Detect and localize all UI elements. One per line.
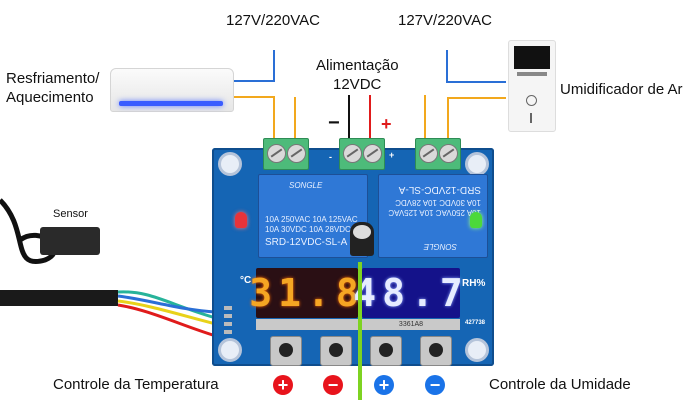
relay-model: SRD-12VDC-SL-A: [265, 237, 348, 248]
relay-left: SONGLE 10A 250VAC 10A 125VAC 10A 30VDC 1…: [258, 174, 368, 258]
power-terminal[interactable]: [339, 138, 385, 170]
sensor-wire-red: [117, 303, 217, 338]
humidity-display-strip: 3361A8: [362, 319, 460, 330]
sensor-label: Sensor: [53, 208, 88, 220]
capacitor-top: [353, 225, 371, 239]
screw-icon: [363, 144, 382, 163]
mounting-hole: [218, 152, 242, 176]
humidity-control-label: Controle da Umidade: [489, 376, 631, 393]
board-minus-mark: -: [329, 152, 332, 162]
humidifier-knob: [526, 95, 537, 106]
humidity-minus-icon: −: [425, 375, 445, 395]
mounting-hole: [218, 338, 242, 362]
power-plus-sign: +: [381, 114, 392, 134]
humidifier-slot: [530, 113, 532, 123]
sensor-wire-yellow: [117, 299, 217, 326]
board-plus-mark: +: [389, 150, 395, 160]
sensor-wire-blue: [117, 294, 217, 314]
board-code: 427738: [465, 320, 486, 326]
power-label-line1: Alimentação: [316, 57, 399, 74]
humidifier-panel: [517, 72, 547, 76]
left-ac-wire-blue: [232, 50, 275, 82]
temp-minus-icon: −: [323, 375, 343, 395]
ac-blue-light: [119, 101, 223, 106]
temp-up-board-button[interactable]: [270, 336, 302, 366]
screw-icon: [439, 144, 458, 163]
right-ac-wire-orange: [447, 97, 506, 140]
relay-rating: 10A 250VAC 10A 125VAC: [265, 215, 358, 224]
right-ac-label: 127V/220VAC: [398, 12, 492, 29]
left-ac-wire-orange: [232, 96, 275, 140]
right-relay-terminal[interactable]: [415, 138, 461, 170]
temperature-control-label: Controle da Temperatura: [53, 376, 219, 393]
relay-model: SRD-12VDC-SL-A: [398, 184, 481, 195]
left-ac-label: 127V/220VAC: [226, 12, 320, 29]
sensor-probe: [40, 227, 100, 255]
sensor-header-pins: [224, 306, 232, 336]
humidifier-image: [508, 40, 556, 132]
temp-display-strip: [256, 319, 358, 330]
humidity-unit-label: RH%: [462, 278, 486, 289]
section-divider: [358, 262, 362, 400]
humidity-display: 48.7: [353, 268, 463, 318]
relay-rating: 10A 250VAC 10A 125VAC: [388, 208, 481, 217]
power-minus-sign: −: [328, 112, 340, 134]
relay-brand: SONGLE: [289, 181, 323, 190]
screw-icon: [419, 144, 438, 163]
temp-unit-label: °C: [240, 275, 252, 286]
humidity-down-board-button[interactable]: [420, 336, 452, 366]
screw-icon: [287, 144, 306, 163]
screw-icon: [267, 144, 286, 163]
humidity-up-board-button[interactable]: [370, 336, 402, 366]
relay-rating: 10A 30VDC 10A 28VDC: [265, 225, 351, 234]
relay-brand: SONGLE: [423, 242, 457, 251]
led-red: [235, 212, 247, 228]
mounting-hole: [465, 338, 489, 362]
left-relay-terminal[interactable]: [263, 138, 309, 170]
sensor-wire-green: [117, 290, 217, 320]
temp-plus-icon: +: [273, 375, 293, 395]
capacitor: [350, 222, 374, 256]
right-device-label: Umidificador de Ar: [560, 81, 683, 98]
humidifier-grille: [514, 46, 550, 69]
screw-icon: [343, 144, 362, 163]
led-green: [470, 212, 482, 228]
right-ac-wire-blue: [446, 50, 506, 83]
air-conditioner-image: [110, 68, 234, 112]
humidity-plus-icon: +: [374, 375, 394, 395]
left-device-label-line1: Resfriamento/: [6, 70, 100, 87]
left-device-label-line2: Aquecimento: [6, 89, 94, 106]
temp-down-board-button[interactable]: [320, 336, 352, 366]
relay-rating: 10A 30VDC 10A 28VDC: [395, 198, 481, 207]
mounting-hole: [465, 152, 489, 176]
temperature-display: 31.8: [249, 268, 359, 318]
power-label-line2: 12VDC: [333, 76, 382, 93]
